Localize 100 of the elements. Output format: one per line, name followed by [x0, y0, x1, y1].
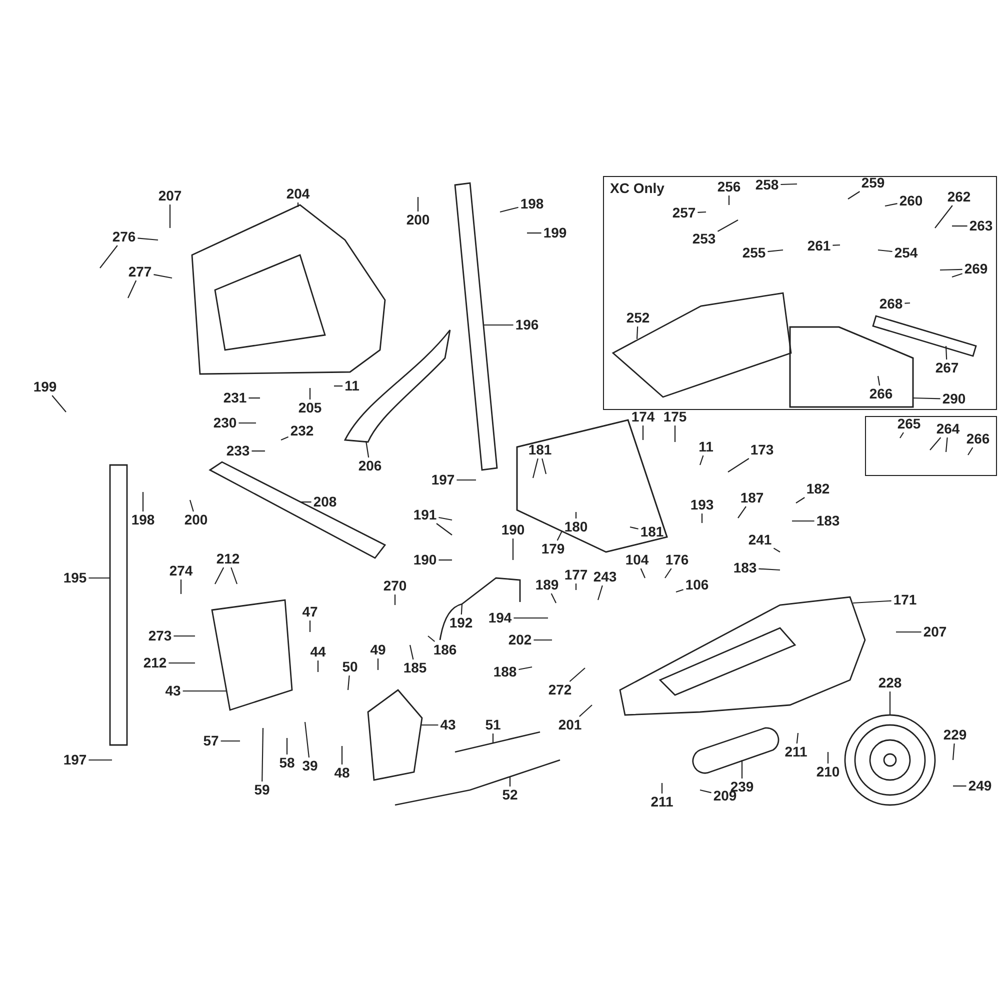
callout-number: 11 — [344, 378, 360, 394]
leader-line — [884, 203, 898, 207]
leader-line — [341, 746, 343, 764]
callout-number: 259 — [861, 176, 885, 190]
callout-number: 258 — [755, 178, 779, 192]
callout-number: 191 — [413, 508, 437, 522]
callout-number: 210 — [816, 764, 840, 780]
callout-number: 43 — [440, 718, 456, 732]
leader-line — [889, 692, 891, 715]
leader-line — [317, 660, 319, 672]
leader-line — [365, 440, 370, 458]
leader-line — [569, 668, 586, 682]
leader-line — [792, 520, 814, 522]
callout-number: 181 — [528, 442, 552, 458]
callout-number: 199 — [33, 380, 57, 394]
leader-line — [701, 514, 703, 523]
bracket-drawing — [211, 599, 293, 711]
callout-number: 190 — [501, 522, 525, 538]
leader-line — [456, 479, 476, 481]
callout-number: 187 — [740, 490, 764, 506]
callout-number: 186 — [433, 642, 457, 658]
leader-line — [661, 783, 663, 794]
bracket-drawing — [367, 689, 423, 781]
leader-line — [52, 395, 66, 412]
callout-number: 229 — [943, 728, 967, 742]
leader-line — [409, 644, 414, 660]
leader-line — [699, 455, 704, 466]
leader-line — [945, 346, 948, 360]
leader-line — [334, 385, 343, 387]
leader-line — [128, 280, 137, 298]
rod-drawing — [454, 731, 540, 753]
leader-line — [377, 658, 379, 670]
callout-number: 277 — [128, 264, 152, 280]
leader-line — [832, 244, 840, 246]
leader-line — [597, 585, 603, 600]
arm-drawing — [344, 329, 451, 443]
callout-number: 49 — [370, 642, 386, 658]
leader-line — [768, 249, 784, 252]
callout-number: 188 — [493, 664, 517, 680]
wheel-drawing — [844, 714, 936, 806]
callout-number: 180 — [564, 520, 588, 534]
callout-number: 266 — [869, 386, 893, 402]
callout-number: 267 — [935, 360, 959, 376]
leader-line — [630, 526, 638, 530]
leader-line — [460, 604, 463, 615]
leader-line — [674, 426, 676, 442]
callout-number: 50 — [342, 660, 358, 674]
tube-drawing — [109, 464, 128, 746]
leader-line — [421, 724, 438, 726]
callout-number: 253 — [692, 232, 716, 246]
leader-line — [575, 584, 577, 590]
callout-number: 197 — [431, 472, 455, 488]
leader-line — [182, 690, 227, 692]
callout-number: 39 — [302, 758, 318, 774]
leader-line — [436, 523, 452, 536]
callout-number: 276 — [112, 230, 136, 244]
callout-number: 104 — [625, 552, 649, 568]
leader-line — [509, 777, 511, 786]
leader-line — [664, 568, 672, 578]
callout-number: 208 — [313, 494, 337, 510]
callout-number: 194 — [488, 610, 512, 626]
callout-number: 43 — [165, 684, 181, 698]
leader-line — [304, 722, 310, 758]
leader-line — [904, 302, 910, 304]
leader-line — [230, 567, 238, 584]
callout-number: 195 — [63, 570, 87, 586]
leader-line — [214, 567, 224, 584]
callout-number: 260 — [899, 194, 923, 208]
leader-line — [642, 426, 644, 440]
leader-line — [952, 225, 968, 227]
leader-line — [527, 232, 542, 234]
callout-number: 232 — [290, 424, 314, 438]
callout-number: 254 — [894, 246, 918, 260]
callout-number: 252 — [626, 310, 650, 326]
leader-line — [741, 760, 743, 778]
leader-line — [309, 388, 311, 400]
leader-line — [518, 666, 532, 670]
leader-line — [286, 738, 288, 754]
leader-line — [100, 245, 118, 268]
leader-line — [896, 631, 922, 633]
leader-line — [138, 238, 158, 241]
leader-line — [700, 789, 712, 794]
callout-number: 44 — [310, 644, 326, 660]
leader-line — [728, 458, 750, 472]
callout-number: 255 — [742, 246, 766, 260]
leader-line — [88, 577, 110, 579]
leader-line — [575, 512, 577, 518]
leader-line — [738, 506, 746, 518]
callout-number: 185 — [403, 660, 427, 676]
callout-number: 212 — [216, 552, 240, 566]
leader-line — [934, 205, 953, 228]
rail-drawing — [872, 315, 977, 357]
callout-number: 290 — [942, 392, 966, 406]
leader-line — [640, 568, 646, 578]
leader-line — [773, 548, 780, 552]
callout-number: 181 — [640, 524, 664, 540]
callout-number: 261 — [807, 238, 831, 254]
leader-line — [940, 268, 962, 271]
callout-number: 190 — [413, 552, 437, 568]
callout-number: 262 — [947, 190, 971, 204]
